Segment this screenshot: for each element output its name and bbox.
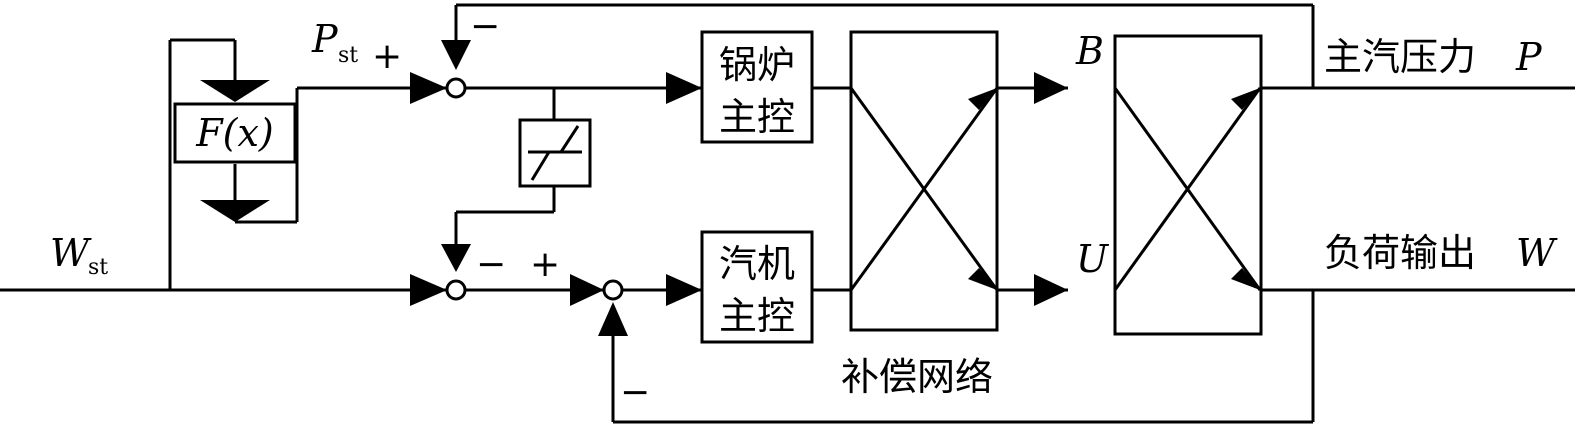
summing-junction-turbine (602, 279, 624, 301)
arrowheads (200, 40, 1068, 336)
summing-junction-load (445, 279, 467, 301)
load-output-text: 负荷输出 (1324, 231, 1476, 275)
boiler-label-line1: 锅炉 (719, 43, 795, 87)
arrowhead (666, 72, 702, 104)
arrowhead (410, 274, 447, 306)
output-p-symbol: P (1515, 35, 1543, 79)
arrowhead (200, 80, 270, 102)
deadband-icon (528, 125, 582, 181)
arrowhead (200, 200, 270, 222)
main-steam-pressure-text: 主汽压力 (1324, 35, 1476, 79)
p-st-sub: st (338, 43, 358, 68)
fx-label: F(x) (195, 111, 273, 155)
arrowhead (1034, 274, 1068, 306)
turbine-label-line1: 汽机 (719, 242, 795, 286)
sign-minus-pressure-feedback: − (470, 6, 500, 47)
sign-plus-pressure: + (372, 36, 402, 77)
w-st-main: W (50, 231, 92, 275)
fx-block (173, 102, 297, 164)
turbine-master-block (700, 230, 814, 344)
boiler-master-block (700, 30, 814, 144)
arrowhead (441, 244, 471, 272)
arrowhead (441, 40, 471, 70)
compensation-network-caption: 补偿网络 (841, 355, 993, 399)
output-load-label: 负荷输出 W (1324, 231, 1558, 275)
signal-b-label: B (1075, 29, 1104, 73)
arrowhead (598, 302, 628, 336)
output-pressure-label: 主汽压力 P (1324, 35, 1543, 79)
compensation-network-block (849, 30, 999, 332)
sign-minus-load-feedback: − (620, 372, 650, 413)
arrowhead (570, 274, 604, 306)
arrowhead (1034, 72, 1068, 104)
sign-plus-turbine: + (530, 244, 560, 285)
plant-block (1113, 34, 1263, 336)
boiler-label-line2: 主控 (719, 95, 795, 139)
p-st-main: P (311, 17, 339, 61)
arrowhead (666, 274, 702, 306)
sign-minus-deadband: − (476, 244, 506, 285)
signal-lines (0, 3, 1575, 424)
signal-w-st-label: W st (50, 231, 108, 280)
output-w-symbol: W (1516, 231, 1558, 275)
arrowhead (410, 72, 447, 104)
turbine-label-line2: 主控 (719, 294, 795, 338)
summing-junction-pressure (445, 77, 467, 99)
signal-p-st-label: P st (311, 17, 358, 68)
signal-u-label: U (1076, 237, 1110, 281)
w-st-sub: st (88, 255, 108, 280)
